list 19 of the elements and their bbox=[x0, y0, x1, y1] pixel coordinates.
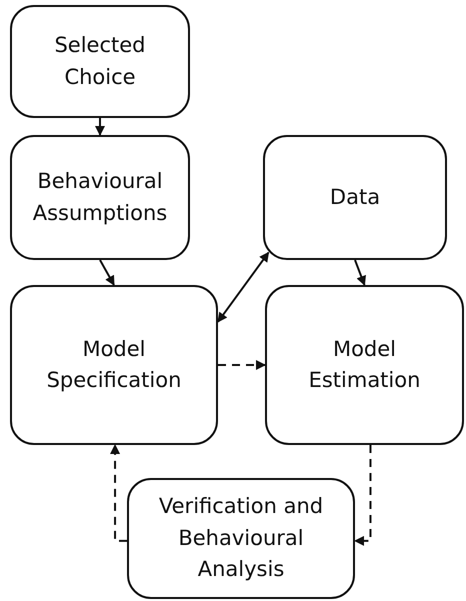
arrow bbox=[354, 445, 372, 546]
process-box bbox=[10, 5, 190, 118]
arrow bbox=[218, 360, 266, 370]
process-box bbox=[10, 135, 190, 260]
process-box bbox=[127, 478, 355, 599]
process-box bbox=[263, 135, 447, 260]
arrow bbox=[217, 252, 270, 323]
box-label: Model Specification bbox=[46, 336, 182, 394]
box-label: Selected Choice bbox=[53, 32, 147, 90]
process-box bbox=[265, 285, 464, 445]
box-label: Verification and Behavioural Analysis bbox=[158, 493, 324, 584]
box-label: Model Estimation bbox=[308, 336, 422, 394]
arrow bbox=[99, 260, 115, 286]
process-box bbox=[10, 285, 218, 445]
box-label: Behavioural Assumptions bbox=[32, 168, 168, 226]
box-label: Data bbox=[330, 184, 380, 211]
arrow bbox=[95, 118, 105, 136]
arrow bbox=[354, 260, 366, 286]
arrow bbox=[110, 444, 127, 542]
